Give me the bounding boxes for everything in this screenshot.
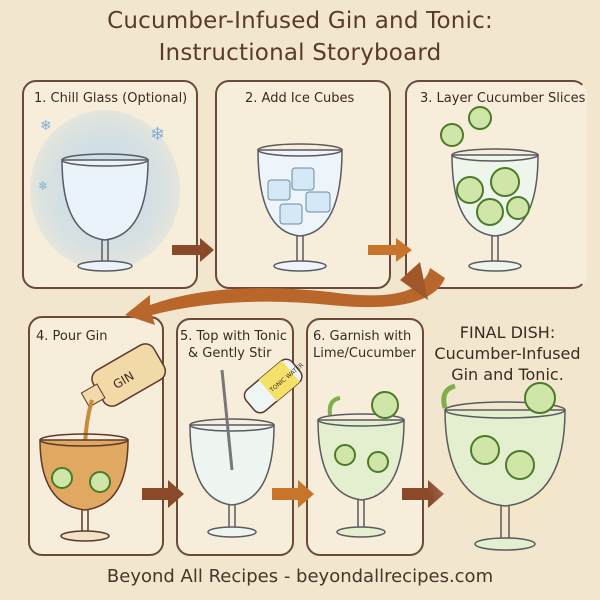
step-2-label: 2. Add Ice Cubes [245,91,355,106]
snowflake-icon: ❄ [150,124,165,145]
curved-arrow-icon [125,268,445,325]
step-5-label-line1: 5. Top with Tonic [180,329,288,344]
step-6-label-line1: 6. Garnish with [313,329,412,344]
footer-credit: Beyond All Recipes - beyondallrecipes.co… [106,566,494,587]
tonic-stir: TONIC WATER [189,358,305,538]
step-5-label-line2: & Gently Stir [188,346,272,361]
arrow-icon [368,238,412,262]
page-title: Cucumber-Infused Gin and Tonic: [107,8,493,34]
chilled-glass: ❄ ❄ ❄ [30,110,180,272]
snowflake-icon: ❄ [40,118,52,134]
final-line-3: Gin and Tonic. [451,365,564,384]
final-glass [425,382,585,551]
snowflake-icon: ❄ [38,179,48,193]
glass-with-cucumber [440,106,539,272]
final-line-2: Cucumber-Infused [434,344,581,363]
step-3-label: 3. Layer Cucumber Slices [420,91,586,106]
spoon [220,369,234,471]
final-dish-title: FINAL DISH: Cucumber-Infused Gin and Ton… [425,322,590,385]
garnished-glass [317,391,405,538]
page-subtitle: Instructional Storyboard [158,40,442,66]
arrow-icon [400,262,428,300]
final-line-1: FINAL DISH: [459,323,556,342]
step-4-label: 4. Pour Gin [36,329,108,344]
pour-gin: GIN [39,343,167,542]
arrow-icon [172,238,214,262]
arrow-icon [142,480,184,508]
step-1-label: 1. Chill Glass (Optional) [34,91,188,106]
arrow-icon [272,480,314,508]
step-6-label-line2: Lime/Cucumber [313,346,416,361]
glass-with-ice [257,143,343,272]
